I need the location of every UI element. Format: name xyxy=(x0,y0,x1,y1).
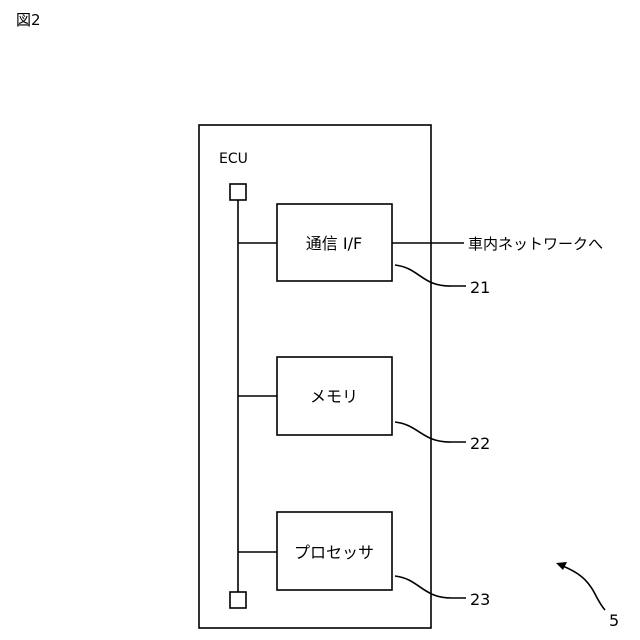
device-pointer-arrow xyxy=(560,565,605,610)
processor-label: プロセッサ xyxy=(294,543,374,562)
ecu-label: ECU xyxy=(219,151,248,167)
bus-terminal-bottom xyxy=(230,592,246,608)
ref-number-21: 21 xyxy=(470,278,490,297)
ref-number-23: 23 xyxy=(470,590,490,609)
bus-terminal-top xyxy=(230,184,246,200)
arrowhead-icon xyxy=(556,562,567,570)
comm-if-label: 通信 I/F xyxy=(306,234,362,253)
ref-number-22: 22 xyxy=(470,434,490,453)
figure-label: 図2 xyxy=(16,11,41,29)
memory-label: メモリ xyxy=(310,387,358,406)
device-ref-number: 5 xyxy=(609,611,619,630)
network-label: 車内ネットワークへ xyxy=(468,235,603,253)
